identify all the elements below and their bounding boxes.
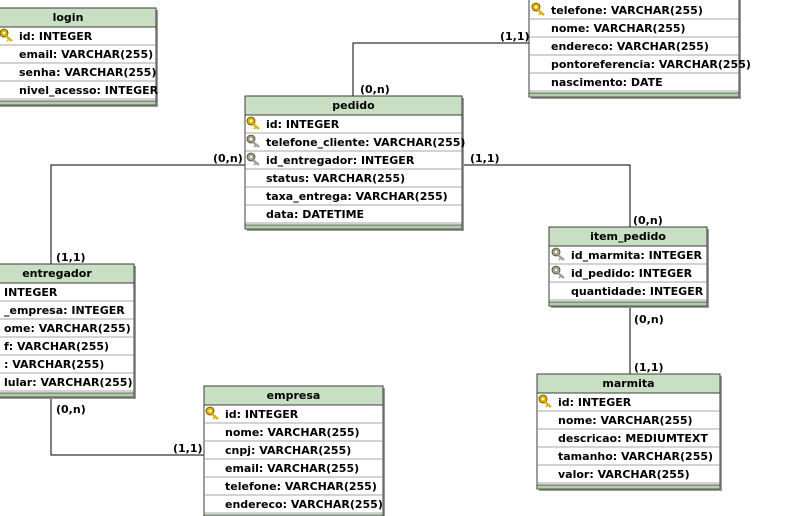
- table-body: [0, 263, 135, 398]
- field-row: nome: VARCHAR(255): [225, 426, 360, 439]
- field-row: f: VARCHAR(255): [4, 340, 109, 353]
- connector-cliente-pedido: [352, 42, 529, 96]
- primary-key-icon: [0, 28, 13, 42]
- cardinality-label: (0,n): [213, 152, 243, 165]
- cardinality-label: (0,n): [634, 313, 664, 326]
- table-title: login: [53, 11, 84, 24]
- table-title: marmita: [602, 377, 654, 390]
- entity-marmita[interactable]: marmita id: INTEGER nome: VARCHAR(255) desc…: [536, 373, 722, 491]
- field-row: : VARCHAR(255): [4, 358, 104, 371]
- table-title: pedido: [332, 99, 375, 112]
- cardinality-label: (1,1): [634, 361, 664, 374]
- table-body: [244, 95, 463, 230]
- field-row: id: INTEGER: [558, 396, 632, 409]
- field-row: telefone_cliente: VARCHAR(255): [266, 136, 465, 149]
- field-row: descricao: MEDIUMTEXT: [558, 432, 708, 445]
- field-row: taxa_entrega: VARCHAR(255): [266, 190, 448, 203]
- field-row: valor: VARCHAR(255): [558, 468, 690, 481]
- table-title: empresa: [267, 389, 321, 402]
- table-header: [244, 95, 463, 116]
- primary-key-icon: [205, 406, 219, 420]
- cardinality-label: (0,n): [633, 214, 663, 227]
- table-footer: [0, 392, 135, 398]
- cardinality-label: (0,n): [56, 403, 86, 416]
- table-footer: [548, 301, 708, 307]
- foreign-key-icon: [551, 265, 565, 279]
- table-title: entregador: [22, 267, 92, 280]
- field-row: nascimento: DATE: [551, 76, 663, 89]
- cardinality-label: (1,1): [173, 442, 203, 455]
- field-row: nivel_acesso: INTEGER: [19, 84, 159, 97]
- primary-key-icon: [246, 116, 260, 130]
- entity-login[interactable]: login id: INTEGER email: VARCHAR(255) senha…: [0, 7, 159, 107]
- field-row: nome: VARCHAR(255): [551, 22, 686, 35]
- table-footer: [244, 224, 463, 230]
- table-header: [536, 373, 721, 394]
- field-row: ome: VARCHAR(255): [4, 322, 131, 335]
- field-row: pontoreferencia: VARCHAR(255): [551, 58, 751, 71]
- table-footer: [0, 100, 157, 106]
- foreign-key-icon: [551, 247, 565, 261]
- table-header: [548, 226, 708, 247]
- field-row: id: INTEGER: [266, 118, 340, 131]
- field-row: nome: VARCHAR(255): [558, 414, 693, 427]
- field-row: email: VARCHAR(255): [19, 48, 153, 61]
- entity-pedido[interactable]: pedido id: INTEGER telefone_cliente: VARCH…: [244, 95, 465, 231]
- table-body: [528, 0, 740, 98]
- connector-entregador-pedido: [50, 164, 245, 264]
- field-row: _empresa: INTEGER: [4, 304, 125, 317]
- foreign-key-icon: [246, 134, 260, 148]
- field-row: id: INTEGER: [19, 30, 93, 43]
- field-row: id_marmita: INTEGER: [571, 249, 702, 262]
- field-row: telefone: VARCHAR(255): [225, 480, 377, 493]
- cardinality-labels: (1,1) (0,n) (1,1) (0,n) (1,1) (0,n) (1,1…: [56, 30, 664, 455]
- table-footer: [536, 484, 721, 490]
- relationship-lines: [50, 42, 631, 456]
- table-header: [0, 263, 135, 284]
- field-row: data: DATETIME: [266, 208, 364, 221]
- table-body: [203, 385, 384, 516]
- field-row: id: INTEGER: [225, 408, 299, 421]
- entity-empresa[interactable]: empresa id: INTEGER nome: VARCHAR(255) cnpj…: [203, 385, 385, 516]
- field-row: id_entregador: INTEGER: [266, 154, 415, 167]
- connector-empresa-entregador: [50, 399, 204, 456]
- field-row: endereco: VARCHAR(255): [225, 498, 383, 511]
- entity-cliente[interactable]: telefone: VARCHAR(255) nome: VARCHAR(255)…: [528, 0, 751, 99]
- field-row: email: VARCHAR(255): [225, 462, 359, 475]
- foreign-key-icon: [246, 152, 260, 166]
- table-footer: [528, 92, 740, 98]
- table-header: [203, 385, 384, 406]
- primary-key-icon: [538, 394, 552, 408]
- cardinality-label: (1,1): [470, 152, 500, 165]
- table-title: item_pedido: [590, 230, 666, 243]
- field-row: lular: VARCHAR(255): [4, 376, 132, 389]
- cardinality-label: (1,1): [56, 251, 86, 264]
- field-row: INTEGER: [4, 286, 58, 299]
- primary-key-icon: [531, 2, 545, 16]
- connector-pedido-item-pedido: [462, 164, 631, 227]
- field-row: id_pedido: INTEGER: [571, 267, 693, 280]
- field-row: telefone: VARCHAR(255): [551, 4, 703, 17]
- field-row: senha: VARCHAR(255): [19, 66, 156, 79]
- field-row: tamanho: VARCHAR(255): [558, 450, 713, 463]
- field-row: cnpj: VARCHAR(255): [225, 444, 351, 457]
- cardinality-label: (0,n): [360, 83, 390, 96]
- cardinality-label: (1,1): [500, 30, 530, 43]
- field-row: status: VARCHAR(255): [266, 172, 405, 185]
- entity-item-pedido[interactable]: item_pedido id_marmita: INTEGER id_pedido:…: [548, 226, 709, 308]
- field-row: endereco: VARCHAR(255): [551, 40, 709, 53]
- field-row: quantidade: INTEGER: [571, 285, 704, 298]
- table-header: [0, 7, 157, 28]
